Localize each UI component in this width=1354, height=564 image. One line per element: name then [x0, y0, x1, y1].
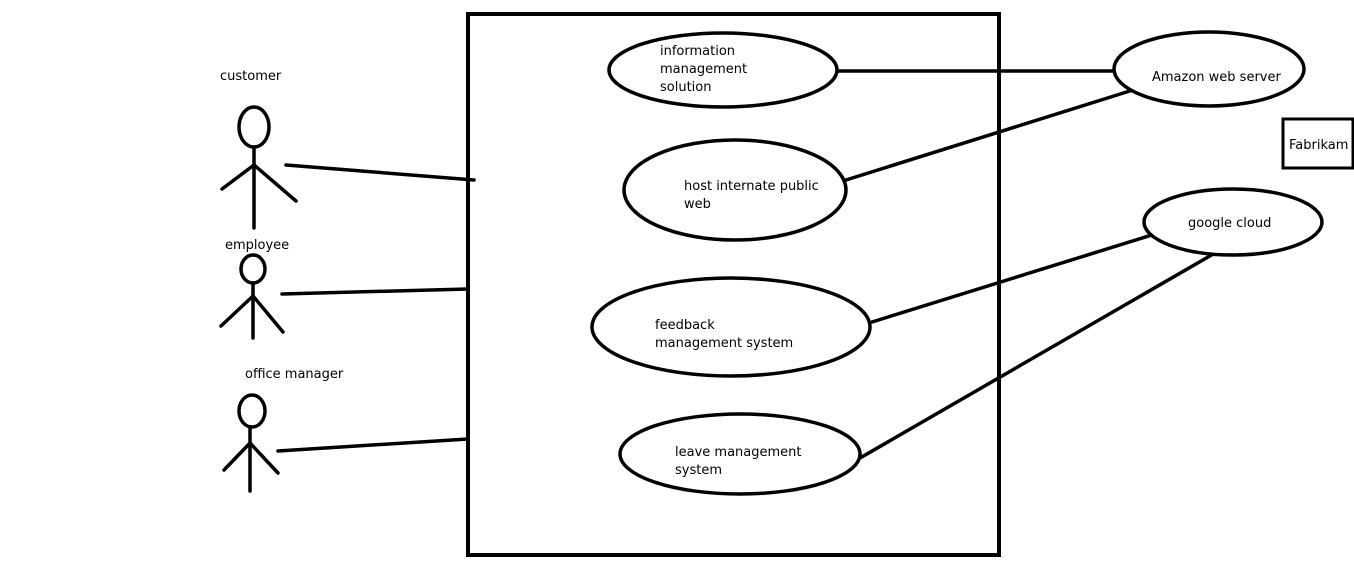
actor-employee: employee — [219, 238, 289, 340]
fabrikam-box: Fabrikam — [1281, 117, 1354, 170]
use-case-label: solution — [660, 80, 711, 95]
connector-customer — [284, 163, 476, 182]
server-label: google cloud — [1188, 216, 1271, 231]
connector-employee — [280, 287, 470, 296]
use-case-label: management — [660, 62, 747, 77]
actor-left-arm — [220, 163, 256, 191]
actor-right-leg — [251, 294, 285, 334]
connector-host-to-amazon — [844, 88, 1135, 182]
use-case-label: feedback — [655, 318, 715, 333]
actor-label-office-manager: office manager — [245, 367, 344, 382]
use-case-host-public-web: host internate public web — [622, 138, 848, 242]
actor-right-leg — [248, 441, 280, 475]
use-case-information-management: information management solution — [607, 31, 839, 109]
server-ellipse — [1142, 187, 1324, 257]
actor-head — [237, 105, 271, 149]
server-label: Amazon web server — [1152, 70, 1281, 85]
use-case-label: leave management — [675, 445, 801, 460]
fabrikam-label: Fabrikam — [1289, 138, 1348, 153]
use-case-label: management system — [655, 336, 793, 351]
system-boundary — [466, 12, 1001, 557]
use-case-leave-management: leave management system — [618, 412, 862, 496]
use-case-ellipse — [622, 138, 848, 242]
fabrikam-rect — [1281, 117, 1354, 170]
connector-office-manager — [276, 437, 470, 453]
server-amazon: Amazon web server — [1112, 30, 1306, 108]
actor-customer: customer — [220, 69, 298, 230]
actor-left-leg — [219, 294, 255, 328]
use-case-ellipse — [618, 412, 862, 496]
actor-head — [239, 253, 267, 285]
actor-right-arm — [252, 163, 298, 203]
use-case-label: host internate public — [684, 179, 819, 194]
actor-left-leg — [222, 441, 252, 472]
use-case-ellipse — [590, 276, 872, 378]
actor-head — [237, 393, 267, 429]
connector-feedback-to-google — [870, 232, 1157, 324]
use-case-label: system — [675, 463, 722, 478]
server-google-cloud: google cloud — [1142, 187, 1324, 257]
connector-leave-to-google — [858, 251, 1217, 460]
actor-office-manager: office manager — [222, 367, 344, 493]
server-ellipse — [1112, 30, 1306, 108]
use-case-label: web — [684, 197, 711, 212]
actor-label-employee: employee — [225, 238, 289, 253]
use-case-ellipse — [607, 31, 839, 109]
use-case-feedback-management: feedback management system — [590, 276, 872, 378]
connectors — [276, 69, 1217, 460]
actor-label-customer: customer — [220, 69, 282, 84]
use-case-label: information — [660, 44, 735, 59]
